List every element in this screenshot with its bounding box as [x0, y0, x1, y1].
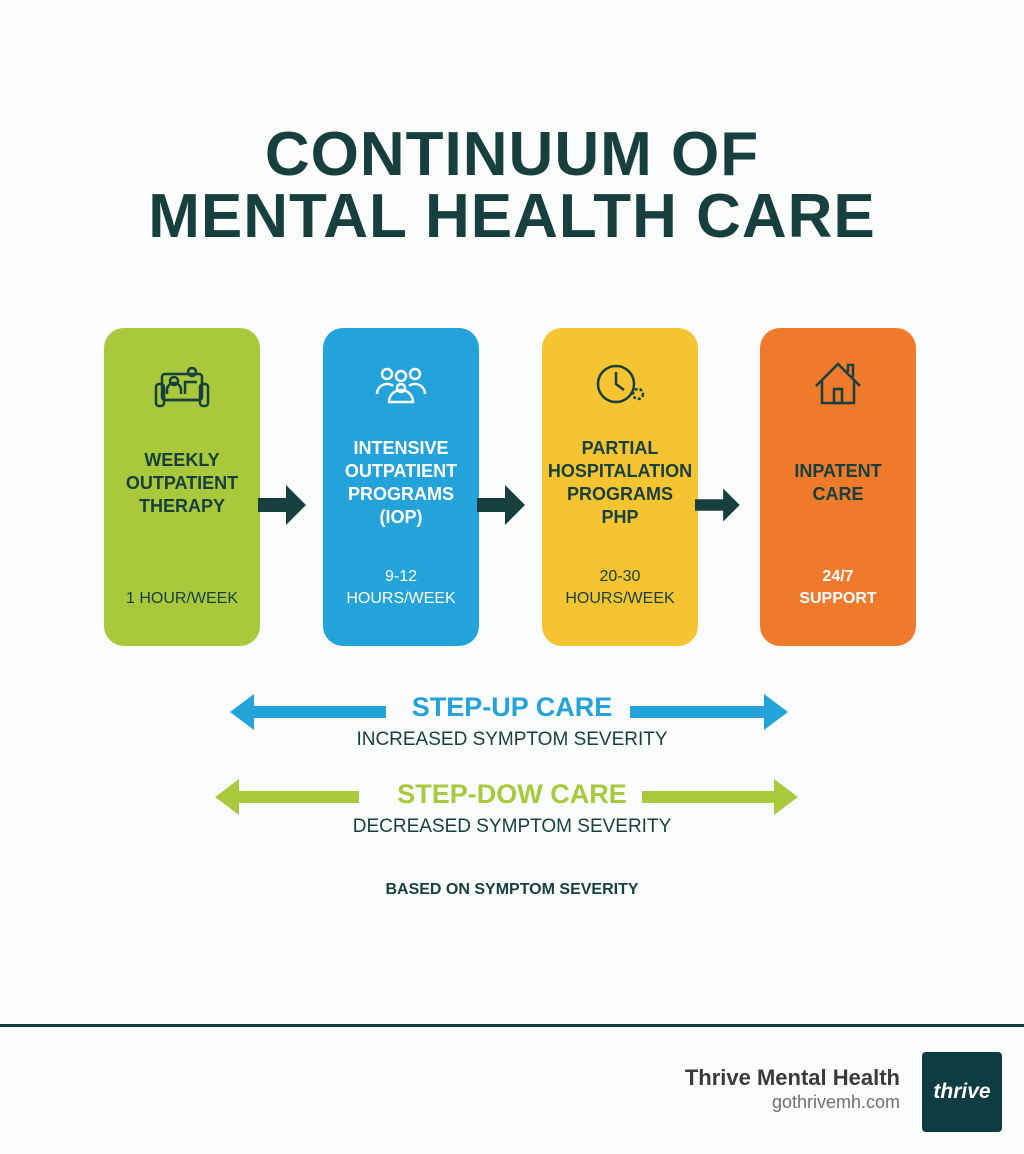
- level-detail: 24/7 SUPPORT: [799, 568, 877, 607]
- level-detail: 1 HOUR/WEEK: [125, 590, 238, 607]
- step-down-title: STEP-DOW CARE: [397, 779, 627, 809]
- footer-divider: [0, 1024, 1024, 1027]
- title-line-2: MENTAL HEALTH CARE: [148, 182, 876, 251]
- house-icon: [815, 362, 861, 405]
- right-arrow-icon: [695, 488, 740, 522]
- footer-brand: Thrive Mental Health gothrivemh.com: [685, 1065, 900, 1113]
- level-card-inpatient: INPATENT CARE 24/7 SUPPORT: [760, 328, 916, 646]
- logo-text: thrive: [933, 1080, 991, 1103]
- level-card-iop: INTENSIVE OUTPATIENT PROGRAMS (IOP) 9-12…: [323, 328, 479, 646]
- group-icon: [375, 367, 427, 404]
- level-detail: 20-30 HOURS/WEEK: [565, 568, 675, 607]
- level-label: INTENSIVE OUTPATIENT PROGRAMS (IOP): [344, 438, 458, 527]
- title-line-1: CONTINUUM OF: [264, 120, 760, 189]
- step-up-title: STEP-UP CARE: [411, 692, 613, 722]
- step-up-subtitle: INCREASED SYMPTOM SEVERITY: [356, 729, 668, 750]
- level-card-php: PARTIAL HOSPITALATION PROGRAMS PHP 20-30…: [542, 328, 698, 646]
- thrive-logo: thrive: [922, 1052, 1002, 1132]
- step-down-double-arrow-icon: [215, 779, 798, 815]
- therapy-couch-icon: [154, 366, 210, 408]
- brand-url: gothrivemh.com: [771, 1092, 900, 1112]
- right-arrow-icon: [258, 485, 306, 525]
- footnote: BASED ON SYMPTOM SEVERITY: [385, 881, 639, 898]
- step-up-double-arrow-icon: [230, 694, 788, 730]
- level-label: INPATENT CARE: [794, 461, 882, 504]
- level-label: PARTIAL HOSPITALATION PROGRAMS PHP: [547, 438, 693, 527]
- level-card-weekly-outpatient: WEEKLY OUTPATIENT THERAPY 1 HOUR/WEEK: [104, 328, 260, 646]
- right-arrow-icon: [477, 485, 525, 525]
- step-down-subtitle: DECREASED SYMPTOM SEVERITY: [352, 816, 672, 837]
- level-detail: 9-12 HOURS/WEEK: [346, 568, 456, 607]
- brand-name: Thrive Mental Health: [684, 1065, 900, 1090]
- clock-gear-icon: [596, 364, 645, 404]
- level-label: WEEKLY OUTPATIENT THERAPY: [125, 449, 239, 516]
